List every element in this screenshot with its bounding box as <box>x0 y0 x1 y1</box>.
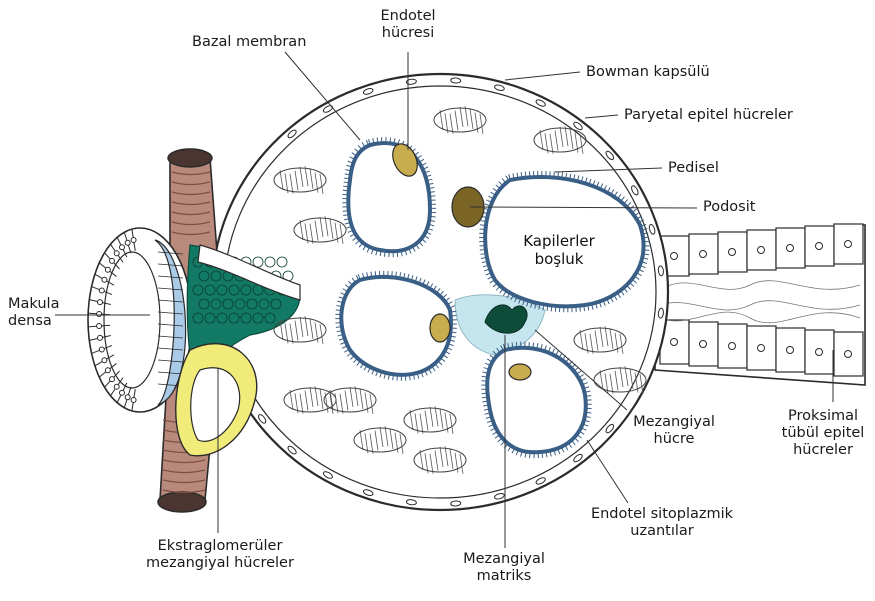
endothelial-nucleus <box>509 364 531 380</box>
label-bowman-kapsulu: Bowman kapsülü <box>586 64 710 81</box>
endothelial-nucleus <box>430 314 450 342</box>
extraglomerular-mesangial <box>176 344 257 456</box>
label-bazal-membran: Bazal membran <box>192 34 306 51</box>
distal-tubule <box>88 228 192 412</box>
label-pedisel: Pedisel <box>668 160 719 177</box>
capillary-loop <box>348 143 430 251</box>
label-paryetal-epitel: Paryetal epitel hücreler <box>624 107 793 124</box>
label-podosit: Podosit <box>703 199 755 216</box>
